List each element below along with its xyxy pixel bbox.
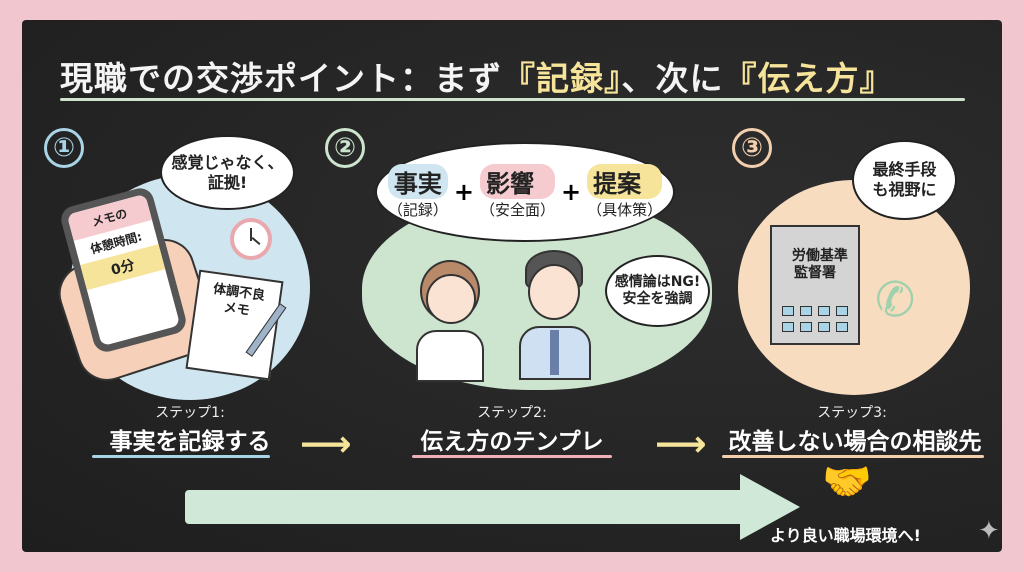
formula-impact-sub: （安全面） [479, 201, 555, 219]
step-3-number: ③ [732, 128, 772, 168]
building-label: 労働基準 監督署 [791, 247, 848, 281]
formula-fact-sub: （記録） [387, 201, 448, 219]
step-1-underline [92, 455, 270, 458]
step-1-thought-bubble: 感覚じゃなく、 証拠! [160, 135, 295, 210]
step-1-label: ステップ1: [155, 405, 225, 421]
handshake-icon: 🤝 [822, 459, 872, 505]
arrow-right-icon: ⟶ [300, 424, 352, 465]
step-3-underline [722, 455, 984, 458]
formula-proposal: 提案 [587, 164, 663, 199]
step-2-number: ② [325, 128, 365, 168]
plus-sign: + [453, 178, 474, 206]
step-2-speech-bubble: 感情論はNG! 安全を強調 [605, 255, 710, 327]
step-2-title: 伝え方のテンプレ [420, 429, 604, 455]
goal-text: より良い職場環境へ! [770, 526, 921, 545]
progress-arrow-head [740, 474, 800, 540]
clock-icon [230, 218, 272, 260]
step-1-title: 事実を記録する [109, 429, 271, 455]
step-3-thought-bubble: 最終手段 も視野に [852, 140, 957, 220]
phone-call-icon: ✆ [875, 272, 916, 328]
sparkle-icon: ✦ [978, 516, 1000, 546]
step-2-label: ステップ2: [477, 405, 547, 421]
page-title: 現職での交渉ポイント：まず『記録』、次に『伝え方』 [60, 59, 894, 98]
labor-office-building-icon: 労働基準 監督署 [770, 225, 860, 345]
step-3-title: 改善しない場合の相談先 [728, 429, 982, 455]
arrow-right-icon: ⟶ [655, 424, 707, 465]
title-underline [60, 98, 965, 101]
formula-fact: 事実 [387, 164, 448, 199]
man-character-icon [515, 250, 595, 380]
formula-speech-bubble: 事実 （記録） + 影響 （安全面） + 提案 （具体策） [375, 142, 675, 242]
step-2-underline [412, 455, 612, 458]
progress-arrow-shaft [185, 490, 745, 524]
formula-proposal-sub: （具体策） [587, 201, 663, 219]
step-1-number: ① [44, 128, 84, 168]
plus-sign: + [561, 178, 582, 206]
formula-impact: 影響 [479, 164, 555, 199]
step-3-label: ステップ3: [817, 405, 887, 421]
woman-character-icon [412, 260, 487, 382]
